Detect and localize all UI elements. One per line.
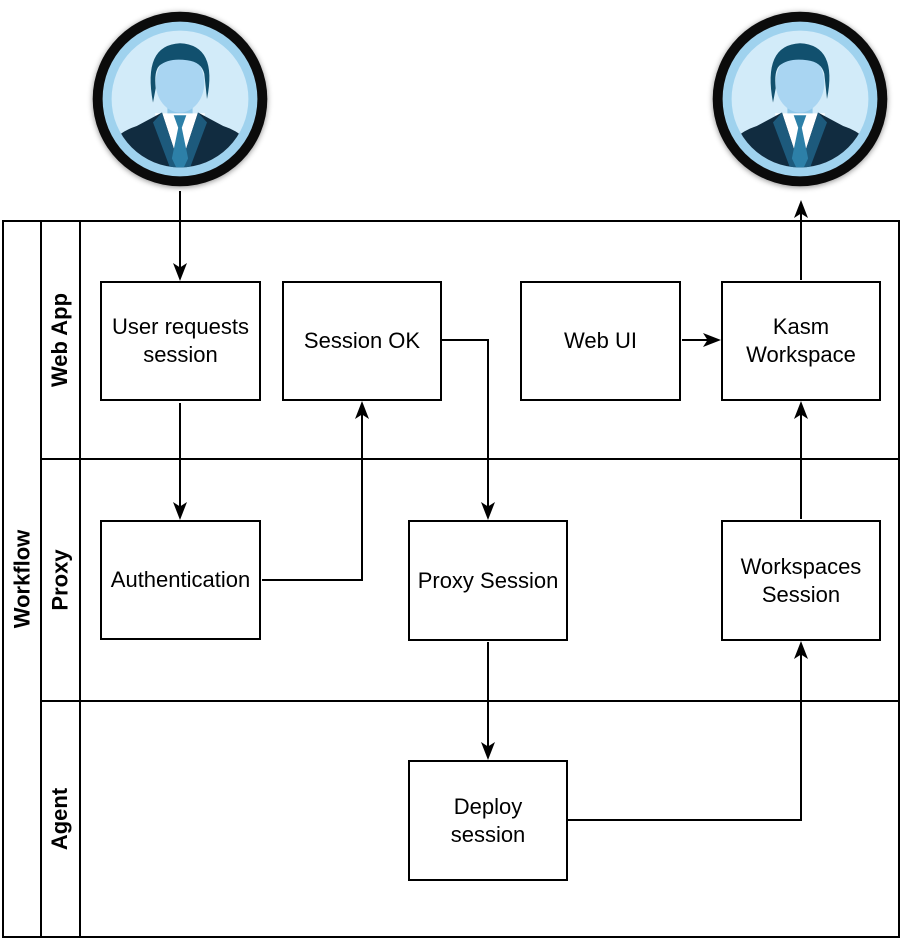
lane-agent: Agent	[42, 702, 898, 936]
node-workspaces-session: Workspaces Session	[721, 520, 881, 641]
node-authentication: Authentication	[100, 520, 261, 640]
node-deploy-session: Deploy session	[408, 760, 568, 881]
lane-agent-label-cell: Agent	[42, 702, 81, 936]
user-avatar-icon	[710, 9, 890, 189]
pool-title-cell: Workflow	[4, 222, 42, 936]
user-avatar-left-icon	[90, 9, 270, 189]
lane-proxy-label-cell: Proxy	[42, 460, 81, 700]
user-avatar-right-icon	[710, 9, 890, 189]
node-proxy-session: Proxy Session	[408, 520, 568, 641]
pool-title: Workflow	[9, 529, 34, 629]
node-session-ok: Session OK	[282, 281, 442, 401]
node-web-ui: Web UI	[520, 281, 681, 401]
lane-proxy-label: Proxy	[47, 549, 73, 611]
lane-proxy: Proxy	[42, 460, 898, 702]
lane-web-app-label-cell: Web App	[42, 222, 81, 458]
lane-web-app-label: Web App	[47, 292, 73, 388]
node-kasm-workspace: Kasm Workspace	[721, 281, 881, 401]
user-avatar-icon	[90, 9, 270, 189]
lane-agent-label: Agent	[47, 787, 73, 851]
node-user-requests-session: User requests session	[100, 281, 261, 401]
